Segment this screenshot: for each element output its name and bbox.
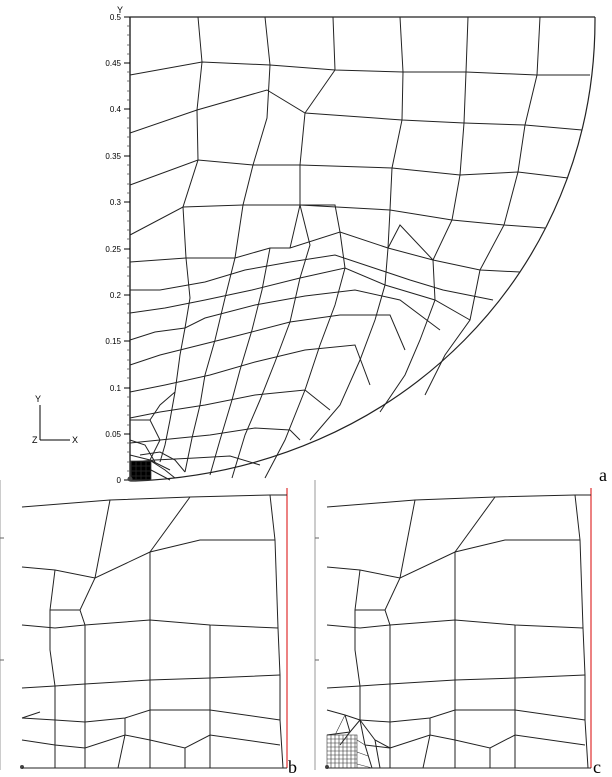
y-axis-letter: Y — [117, 5, 123, 15]
tick-label-0.5: 0.5 — [110, 13, 122, 22]
triad-x-letter: X — [72, 435, 78, 445]
panel-b-label: b — [288, 757, 297, 777]
tick-label-0.1: 0.1 — [110, 384, 122, 393]
tick-label-0.25: 0.25 — [105, 245, 121, 254]
tick-label-0.15: 0.15 — [105, 337, 121, 346]
panel-c-refined-grid — [326, 714, 373, 769]
triad-z-letter: Z — [32, 435, 38, 445]
panel-b: b — [0, 480, 297, 777]
y-axis-ticks — [124, 16, 130, 481]
tick-label-0.35: 0.35 — [105, 152, 121, 161]
tick-label-0.05: 0.05 — [105, 430, 121, 439]
coordinate-triad: Y Z X — [32, 394, 78, 445]
panel-c-mesh — [326, 494, 591, 769]
panel-a: Y — [32, 5, 607, 485]
tick-label-0: 0 — [117, 476, 122, 485]
tick-label-0.45: 0.45 — [105, 59, 121, 68]
panel-c-label: c — [593, 757, 601, 777]
triad-y-letter: Y — [35, 394, 41, 404]
panel-a-label: a — [599, 465, 607, 485]
panel-a-mesh — [129, 16, 590, 481]
y-axis-tick-labels: 0.5 0.45 0.4 0.35 0.3 0.25 0.2 0.15 0.1 … — [105, 13, 121, 485]
panel-b-mesh — [21, 494, 287, 769]
panel-c: c — [314, 480, 601, 777]
origin-dot — [127, 476, 133, 482]
tick-label-0.4: 0.4 — [110, 105, 122, 114]
tick-label-0.3: 0.3 — [110, 198, 122, 207]
tick-label-0.2: 0.2 — [110, 291, 122, 300]
